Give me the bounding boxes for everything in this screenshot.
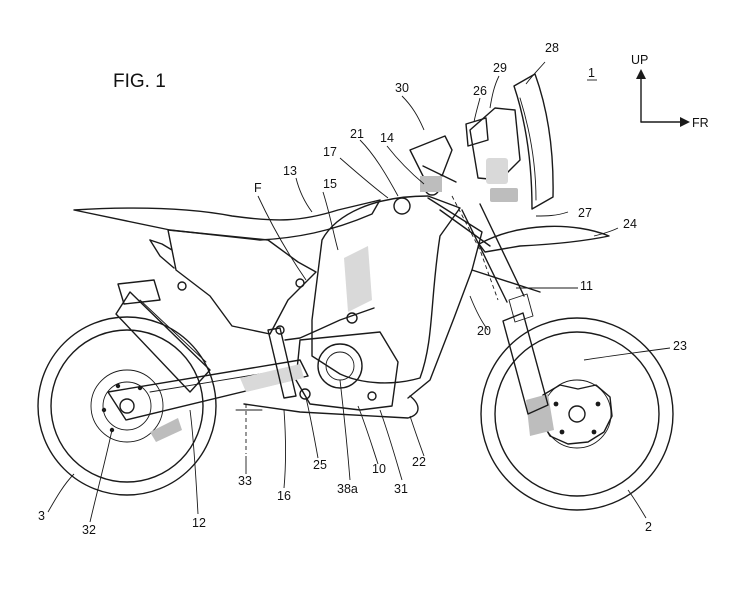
ref-16: 16 (277, 489, 291, 503)
ref-3: 3 (38, 509, 45, 523)
fuel-tank (311, 195, 461, 384)
engine (295, 312, 399, 411)
ref-15: 15 (323, 177, 337, 191)
motorcycle-drawing (37, 73, 674, 511)
rear-wheel (37, 316, 217, 496)
handlebar (409, 135, 457, 196)
exhaust-pipe (243, 395, 419, 419)
ref-24: 24 (623, 217, 637, 231)
ref-38a: 38a (337, 482, 358, 496)
muffler (115, 279, 211, 393)
ref-F: F (254, 181, 262, 195)
ref-21: 21 (350, 127, 364, 141)
ref-14: 14 (380, 131, 394, 145)
ref-25: 25 (313, 458, 327, 472)
seat (73, 199, 381, 241)
axis-up-label: UP (631, 53, 648, 67)
ref-23: 23 (673, 339, 687, 353)
ref-27: 27 (578, 206, 592, 220)
forward-arrow-icon (680, 117, 690, 127)
ref-2: 2 (645, 520, 652, 534)
front-fender (478, 225, 610, 253)
ref-13: 13 (283, 164, 297, 178)
fuel-cap (393, 197, 411, 215)
ref-28: 28 (545, 41, 559, 55)
side-cover (167, 229, 317, 335)
ref-17: 17 (323, 145, 337, 159)
front-wheel (480, 317, 674, 511)
ref-20: 20 (477, 324, 491, 338)
ref-11: 11 (580, 279, 593, 293)
main-frame (284, 197, 541, 399)
headlight-cowl (513, 73, 554, 210)
swing-arm (107, 359, 309, 421)
navigation-tower (465, 107, 521, 202)
leader-lines (47, 61, 671, 523)
figure-title: FIG. 1 (113, 71, 166, 92)
ref-10: 10 (372, 462, 386, 476)
overall-reference: 1 (587, 66, 597, 81)
ref-29: 29 (493, 61, 507, 75)
ref-30: 30 (395, 81, 409, 95)
ref-31: 31 (394, 482, 408, 496)
front-fork (451, 195, 549, 415)
ref-22: 22 (412, 455, 426, 469)
ref-12: 12 (192, 516, 206, 530)
up-arrow-icon (636, 69, 646, 79)
ref-32: 32 (82, 523, 96, 537)
ref-26: 26 (473, 84, 487, 98)
axis-forward-label: FR (692, 116, 709, 130)
reference-numerals: 28 29 30 26 21 14 17 13 15 F 27 24 11 20… (38, 41, 687, 537)
ref-33: 33 (238, 474, 252, 488)
rear-suspension (235, 327, 297, 454)
overall-reference-label: 1 (588, 66, 595, 80)
direction-indicator: UP FR (631, 53, 709, 130)
